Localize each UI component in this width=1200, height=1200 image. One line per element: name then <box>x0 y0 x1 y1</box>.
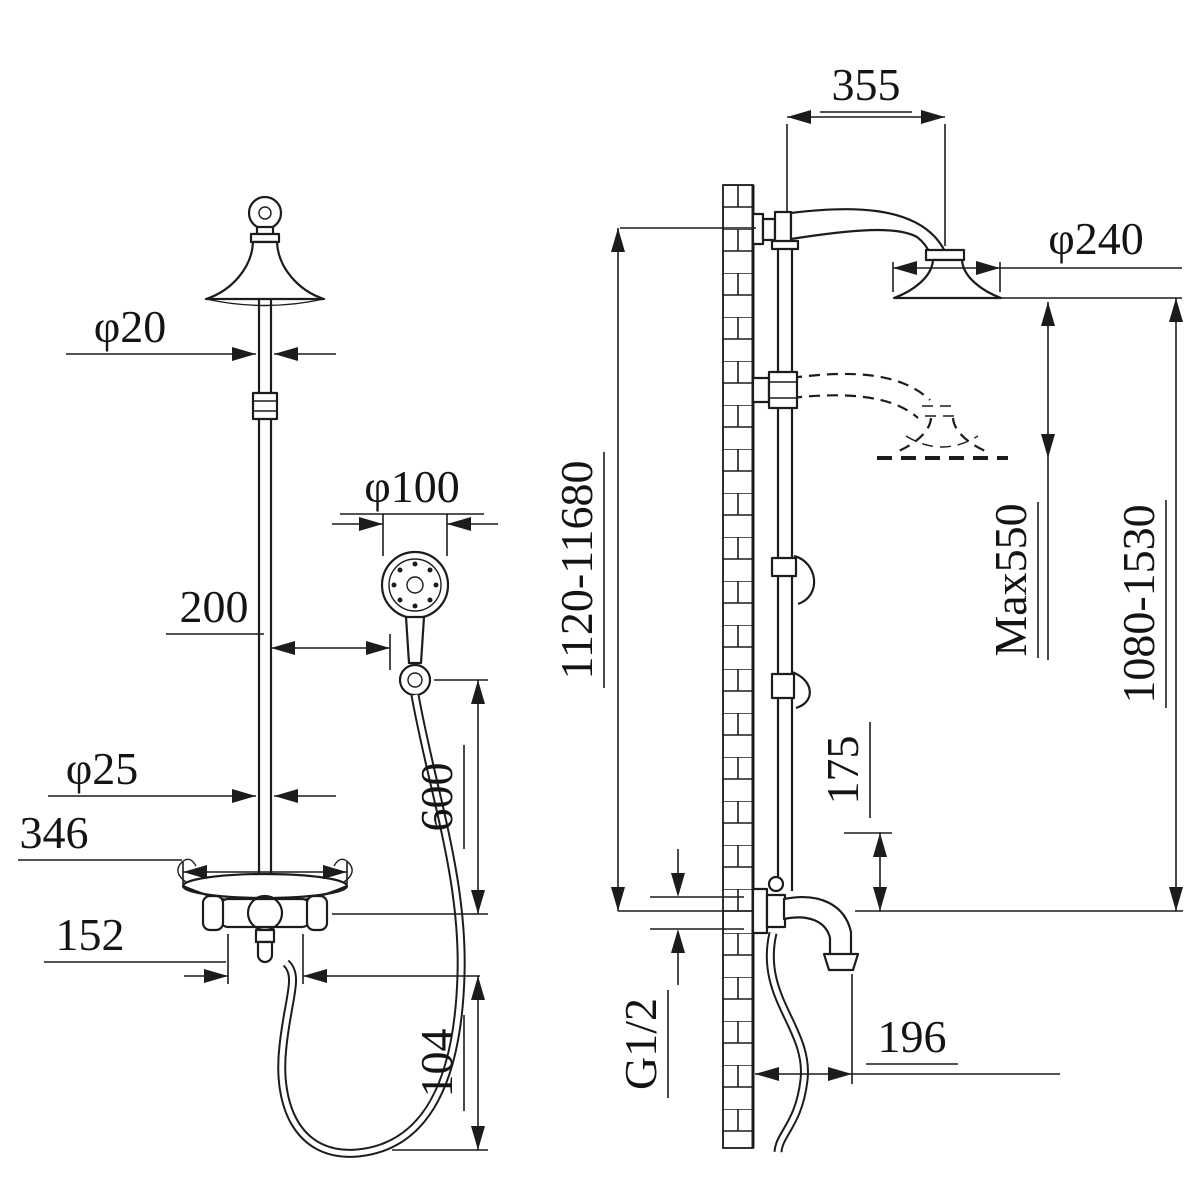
dim-phi100: φ100 <box>332 461 498 556</box>
dim-label-head-height-adjust: Max550 <box>985 502 1039 658</box>
dim-label-valve-drop: 104 <box>411 1015 465 1111</box>
svg-text:1080-1530: 1080-1530 <box>1113 504 1164 703</box>
riser-pipe-front <box>251 299 279 899</box>
tub-spout <box>782 896 860 972</box>
dim-label-hand-shower-diameter: φ100 <box>364 461 460 512</box>
dim-600: 600 <box>332 679 488 915</box>
dim-label-valve-center-span: 152 <box>56 909 125 960</box>
mixer-valve-front <box>201 894 329 932</box>
dim-346: 346 <box>18 807 348 884</box>
dim-phi240: φ240 <box>892 213 1182 299</box>
dim-label-hand-shower-height: 600 <box>411 745 465 849</box>
wall-section <box>722 184 755 1149</box>
dim-200: 200 <box>166 581 391 670</box>
svg-text:G1/2: G1/2 <box>615 998 666 1090</box>
svg-text:1120-11680: 1120-11680 <box>551 461 602 680</box>
dim-phi25: φ25 <box>48 743 336 803</box>
dim-label-soap-dish-width: 346 <box>20 807 89 858</box>
slider-bracket <box>770 554 816 606</box>
dim-g12: G1/2 <box>615 849 744 1098</box>
dim-overall-height: 1080-1530 <box>1113 298 1183 911</box>
dim-152: 152 <box>44 909 480 984</box>
dim-175: 175 <box>817 722 892 911</box>
dim-label-spout-projection: 196 <box>878 1011 947 1062</box>
dim-max550: Max550 <box>985 302 1055 660</box>
dim-355: 355 <box>786 59 946 246</box>
dim-196: 196 <box>755 974 1060 1084</box>
dim-label-riser-top-diameter: φ20 <box>94 301 167 352</box>
mixer-valve-side <box>751 875 787 935</box>
svg-text:600: 600 <box>411 763 462 832</box>
finial-top <box>247 195 283 238</box>
wall-supply-elbow <box>751 210 793 248</box>
dim-label-arm-projection: 355 <box>832 59 901 110</box>
dim-label-inlet-offset: 175 <box>817 722 871 818</box>
shower-hose-front <box>277 694 466 1158</box>
brick-hatch <box>722 184 754 1149</box>
svg-text:175: 175 <box>817 736 868 805</box>
overhead-shower-side-lowered <box>790 372 1008 460</box>
front-view <box>177 195 466 1158</box>
shower-hose-side <box>765 931 809 1153</box>
dim-label-riser-height-range: 1120-11680 <box>551 452 605 688</box>
dim-label-inlet-thread: G1/2 <box>615 990 669 1098</box>
dim-phi20: φ20 <box>66 301 336 361</box>
side-view <box>722 184 1008 1153</box>
hand-shower <box>380 550 450 665</box>
dim-label-overall-height-range: 1080-1530 <box>1113 500 1167 708</box>
overhead-shower-front <box>204 232 326 307</box>
diverter-knob <box>254 928 276 964</box>
svg-text:Max550: Max550 <box>985 503 1036 656</box>
hand-shower-holder <box>398 663 432 697</box>
dim-label-head-diameter: φ240 <box>1048 213 1144 264</box>
dim-label-hand-shower-offset: 200 <box>180 581 249 632</box>
dim-104: 104 <box>392 976 488 1151</box>
dim-label-riser-diameter: φ25 <box>66 743 139 794</box>
pipe-bracket <box>770 670 811 710</box>
svg-text:104: 104 <box>411 1029 462 1098</box>
dim-riser-height: 1120-11680 <box>551 227 1183 912</box>
